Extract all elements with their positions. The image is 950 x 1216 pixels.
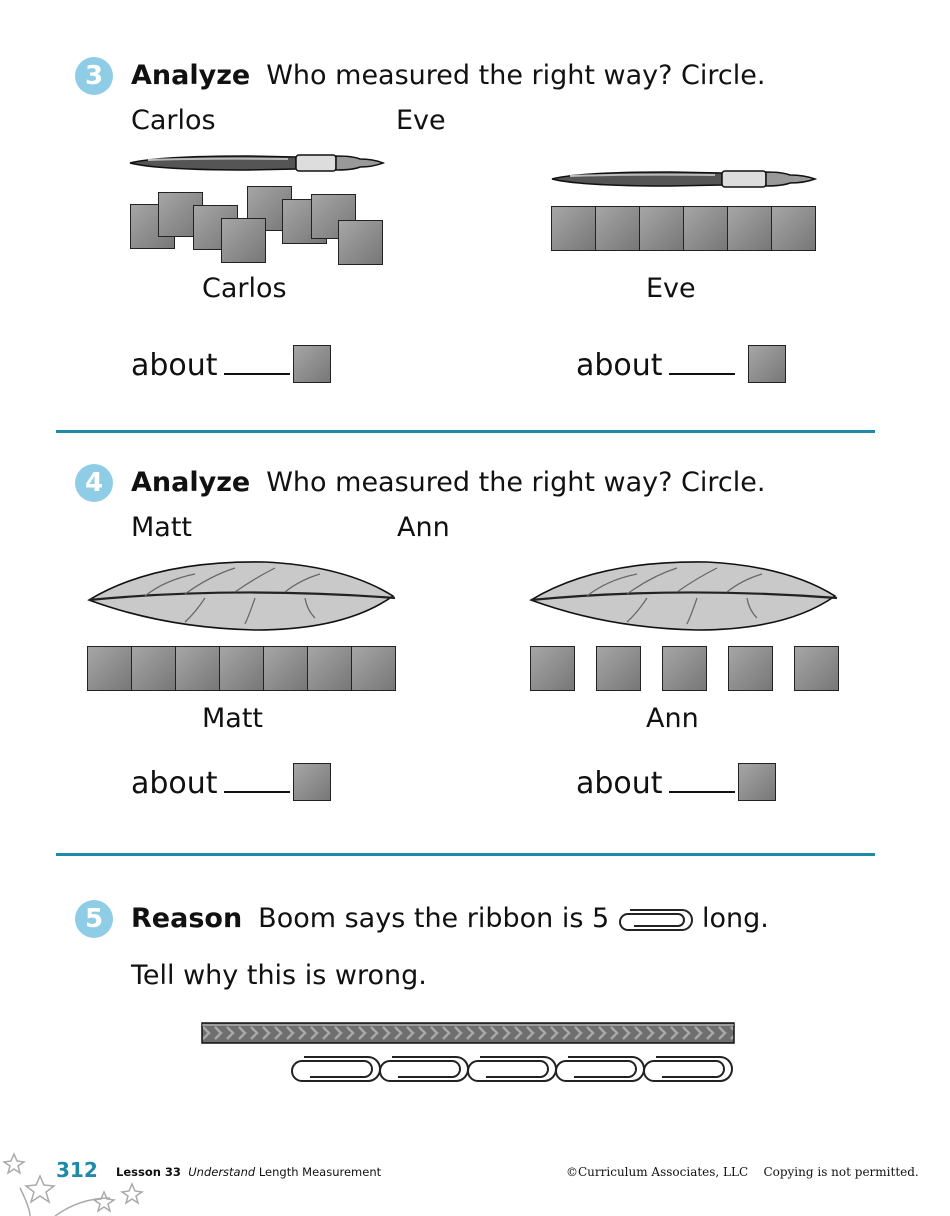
about-label: about [131, 766, 218, 801]
section-divider [56, 430, 875, 433]
page-number: 312 [56, 1158, 98, 1182]
question-number-badge: 4 [75, 464, 113, 502]
unit-tile [263, 646, 308, 691]
unit-tile [662, 646, 707, 691]
answer-blank[interactable] [668, 769, 735, 793]
lesson-label: Lesson 33 [116, 1165, 181, 1179]
question-title: Reason Boom says the ribbon is 5 [131, 903, 609, 934]
question-number: 5 [84, 904, 104, 934]
unit-tile [728, 646, 773, 691]
unit-tile [771, 206, 816, 251]
unit-tile [219, 646, 264, 691]
lesson-italic: Understand [188, 1165, 256, 1179]
ribbon-image [201, 1022, 735, 1044]
unit-tile [530, 646, 575, 691]
choice-matt[interactable]: Matt [202, 703, 264, 734]
question-keyword: Analyze [131, 467, 251, 498]
name-matt: Matt [131, 512, 193, 543]
leaf-icon [87, 561, 396, 631]
unit-tile [221, 218, 266, 263]
question-number-badge: 3 [75, 57, 113, 95]
paintbrush-icon [551, 170, 818, 188]
question-prompt: Boom says the ribbon is 5 [258, 903, 610, 934]
choice-eve[interactable]: Eve [646, 273, 696, 304]
unit-tile [639, 206, 684, 251]
question-keyword: Reason [131, 903, 243, 934]
question-prompt-end: long. [702, 903, 769, 934]
unit-tile [307, 646, 352, 691]
answer-blank[interactable] [668, 351, 735, 375]
about-label: about [576, 766, 663, 801]
question-prompt: Who measured the right way? Circle. [266, 60, 766, 91]
section-divider [56, 853, 875, 856]
unit-tile-icon [293, 763, 331, 801]
choice-ann[interactable]: Ann [646, 703, 699, 734]
question-prompt: Who measured the right way? Circle. [266, 467, 766, 498]
answer-blank[interactable] [223, 769, 290, 793]
paper-clip-row [291, 1056, 733, 1082]
unit-tile [351, 646, 396, 691]
name-ann: Ann [397, 512, 450, 543]
unit-tile [595, 206, 640, 251]
unit-tile [175, 646, 220, 691]
unit-tile [338, 220, 383, 265]
leaf-icon [529, 561, 838, 631]
unit-tile [87, 646, 132, 691]
unit-tile [683, 206, 728, 251]
unit-tile [794, 646, 839, 691]
paper-clip-icon [619, 909, 693, 931]
paintbrush-icon [129, 154, 386, 172]
unit-tile-icon [748, 345, 786, 383]
unit-tile [596, 646, 641, 691]
question-keyword: Analyze [131, 60, 251, 91]
name-eve: Eve [396, 105, 446, 136]
paper-clip-icon [291, 1056, 733, 1082]
answer-eve: about [576, 348, 735, 383]
question-line-2: Tell why this is wrong. [131, 960, 427, 991]
unit-tile-icon [293, 345, 331, 383]
unit-tile [551, 206, 596, 251]
question-title: Analyze Who measured the right way? Circl… [131, 467, 765, 498]
answer-matt: about [131, 766, 290, 801]
question-number-badge: 5 [75, 900, 113, 938]
unit-tile [131, 646, 176, 691]
unit-tile [727, 206, 772, 251]
choice-carlos[interactable]: Carlos [202, 273, 287, 304]
copyright-notice: ©Curriculum Associates, LLC Copying is n… [566, 1165, 919, 1179]
stars-decoration-icon [1, 1152, 145, 1216]
question-number: 4 [84, 468, 104, 498]
answer-blank[interactable] [223, 351, 290, 375]
about-label: about [131, 348, 218, 383]
lesson-title: Length Measurement [258, 1165, 382, 1179]
question-title: Analyze Who measured the right way? Circl… [131, 60, 765, 91]
question-number: 3 [84, 61, 104, 91]
about-label: about [576, 348, 663, 383]
answer-ann: about [576, 766, 735, 801]
unit-tile-icon [738, 763, 776, 801]
name-carlos: Carlos [131, 105, 216, 136]
answer-carlos: about [131, 348, 290, 383]
lesson-footer: Lesson 33 Understand Length Measurement [116, 1165, 381, 1179]
